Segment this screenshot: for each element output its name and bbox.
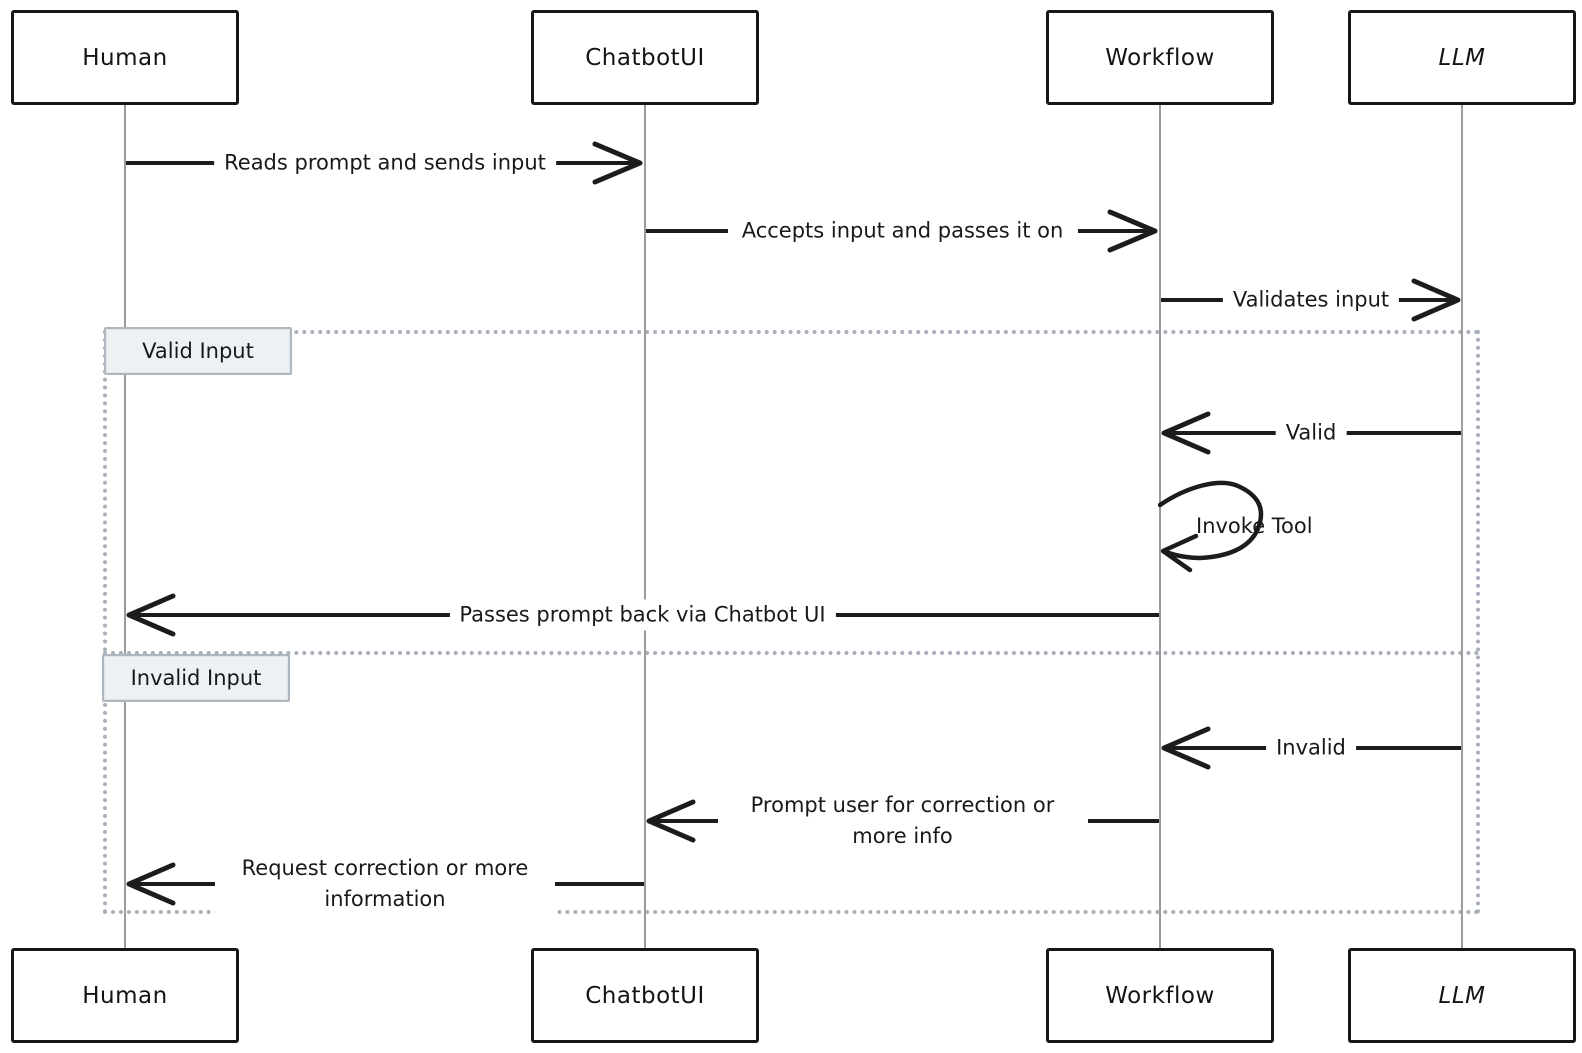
alt-section-label-invalid-text: Invalid Input [130, 666, 262, 690]
actor-label-workflow: Workflow [1105, 44, 1215, 71]
message-passes-prompt-back: Passes prompt back via Chatbot UI [125, 593, 1160, 637]
alt-section-divider [103, 651, 1480, 655]
actor-label-human: Human [82, 44, 168, 71]
actor-box-workflow-top: Workflow [1046, 10, 1274, 105]
message-label-invoke-tool: Invoke Tool [1196, 514, 1313, 538]
actor-box-workflow-bottom: Workflow [1046, 948, 1274, 1043]
lifeline-human [124, 105, 126, 948]
alt-section-label-valid-text: Valid Input [142, 339, 254, 363]
message-label: Prompt user for correction or more info [717, 790, 1088, 852]
lifeline-chatbotui [644, 105, 646, 948]
message-validates-input: Validates input [1160, 278, 1462, 322]
actor-box-llm-top: LLM [1348, 10, 1576, 105]
self-loop-arrow [1158, 480, 1264, 573]
actor-label-llm-bottom: LLM [1438, 982, 1486, 1009]
message-request-correction: Request correction or more information [125, 853, 645, 915]
message-label: Request correction or more information [215, 853, 555, 915]
actor-label-workflow-bottom: Workflow [1105, 982, 1215, 1009]
actor-box-llm-bottom: LLM [1348, 948, 1576, 1043]
lifeline-workflow [1159, 105, 1161, 948]
message-reads-prompt: Reads prompt and sends input [125, 141, 645, 185]
actor-box-human-top: Human [11, 10, 239, 105]
actor-box-chatbotui-bottom: ChatbotUI [531, 948, 759, 1043]
message-label: Reads prompt and sends input [214, 147, 556, 179]
message-label: Validates input [1222, 284, 1400, 316]
message-label: Valid [1275, 417, 1347, 449]
actor-label-human-bottom: Human [82, 982, 168, 1009]
lifeline-llm [1461, 105, 1463, 948]
message-label: Passes prompt back via Chatbot UI [449, 599, 836, 631]
message-prompt-user-correction: Prompt user for correction or more info [645, 790, 1160, 852]
message-valid: Valid [1160, 411, 1462, 455]
actor-label-chatbotui: ChatbotUI [585, 44, 705, 71]
actor-box-human-bottom: Human [11, 948, 239, 1043]
message-accepts-input: Accepts input and passes it on [645, 209, 1160, 253]
alt-section-label-valid: Valid Input [104, 327, 292, 375]
actor-label-chatbotui-bottom: ChatbotUI [585, 982, 705, 1009]
actor-label-llm: LLM [1438, 44, 1486, 71]
alt-frame [103, 330, 1480, 914]
message-label: Accepts input and passes it on [727, 215, 1078, 247]
message-label: Invalid [1266, 732, 1356, 764]
actor-box-chatbotui-top: ChatbotUI [531, 10, 759, 105]
message-invalid: Invalid [1160, 726, 1462, 770]
alt-section-label-invalid: Invalid Input [102, 654, 290, 702]
